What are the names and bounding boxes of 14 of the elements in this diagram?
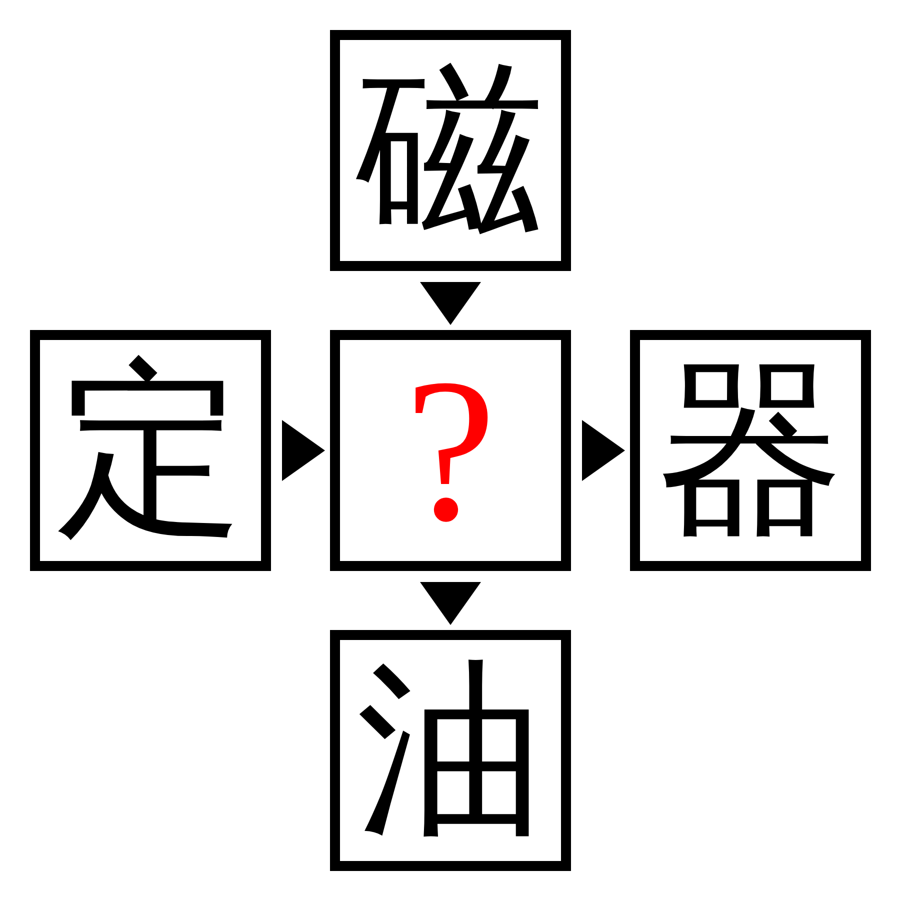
character: 油 — [356, 656, 544, 844]
character: 磁 — [356, 56, 544, 244]
arrow — [420, 282, 481, 325]
character-box — [330, 330, 571, 571]
character: 器 — [656, 356, 844, 544]
character-box — [330, 30, 571, 271]
character: 定 — [56, 356, 244, 544]
character-box — [330, 630, 571, 871]
character-box — [30, 330, 271, 571]
arrow — [582, 420, 625, 481]
character-box — [630, 330, 871, 571]
arrow — [282, 420, 325, 481]
arrow — [420, 582, 481, 625]
question-mark: ? — [405, 348, 496, 553]
